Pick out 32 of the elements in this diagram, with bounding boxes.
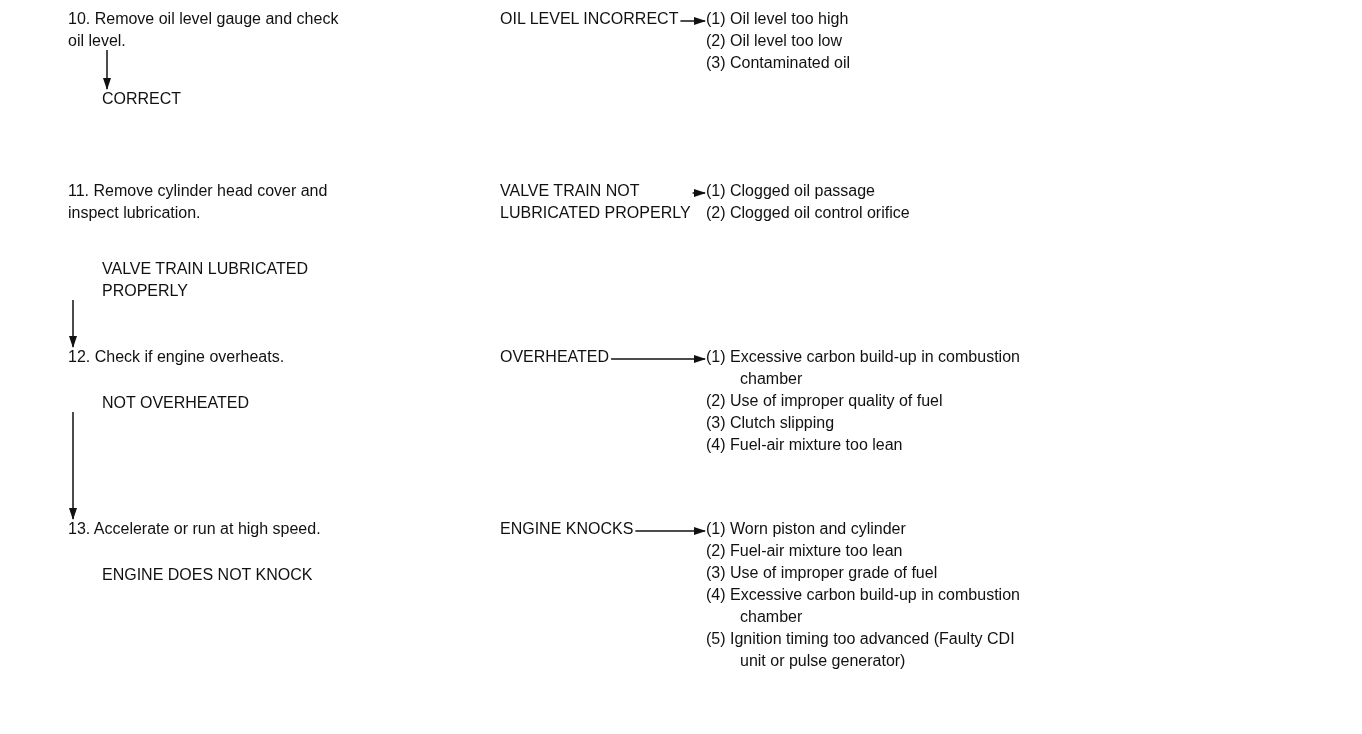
cause-item: (4) Fuel-air mixture too lean <box>706 435 904 455</box>
cause-item: (1) Worn piston and cylinder <box>706 519 907 539</box>
step-text: VALVE TRAIN LUBRICATED PROPERLY <box>102 258 372 302</box>
step-text: 12. Check if engine overheats. <box>68 346 358 368</box>
cause-item: (3) Clutch slipping <box>706 413 836 433</box>
cause-item: (5) Ignition timing too advanced (Faulty CDI unit or pulse generator) <box>706 629 1016 671</box>
step-text: OVERHEATED <box>500 346 610 368</box>
cause-item: (2) Oil level too low <box>706 31 844 51</box>
arrow <box>634 527 706 535</box>
arrow <box>103 49 111 90</box>
cause-item: (3) Contaminated oil <box>706 53 852 73</box>
step-text: CORRECT <box>102 88 182 110</box>
arrow <box>610 355 706 363</box>
arrow <box>69 299 77 348</box>
cause-item: (2) Use of improper quality of fuel <box>706 391 944 411</box>
step-text: 10. Remove oil level gauge and check oil level. <box>68 8 358 52</box>
cause-item: (2) Clogged oil control orifice <box>706 203 911 223</box>
cause-item: (1) Clogged oil passage <box>706 181 876 201</box>
arrow <box>69 411 77 520</box>
cause-item: (1) Excessive carbon build-up in combustion chamber <box>706 347 1021 389</box>
step-text: NOT OVERHEATED <box>102 392 249 414</box>
cause-item: (3) Use of improper grade of fuel <box>706 563 939 583</box>
step-text: ENGINE KNOCKS <box>500 518 634 540</box>
step-text: ENGINE DOES NOT KNOCK <box>102 564 313 586</box>
cause-item: (1) Oil level too high <box>706 9 850 29</box>
step-text: OIL LEVEL INCORRECT <box>500 8 679 30</box>
step-text: 11. Remove cylinder head cover and inspect lubrication. <box>68 180 358 224</box>
cause-item: (2) Fuel-air mixture too lean <box>706 541 904 561</box>
arrow <box>679 17 706 25</box>
step-text: 13. Accelerate or run at high speed. <box>68 518 358 540</box>
cause-item: (4) Excessive carbon build-up in combustion chamber <box>706 585 1021 627</box>
arrow <box>691 189 706 197</box>
